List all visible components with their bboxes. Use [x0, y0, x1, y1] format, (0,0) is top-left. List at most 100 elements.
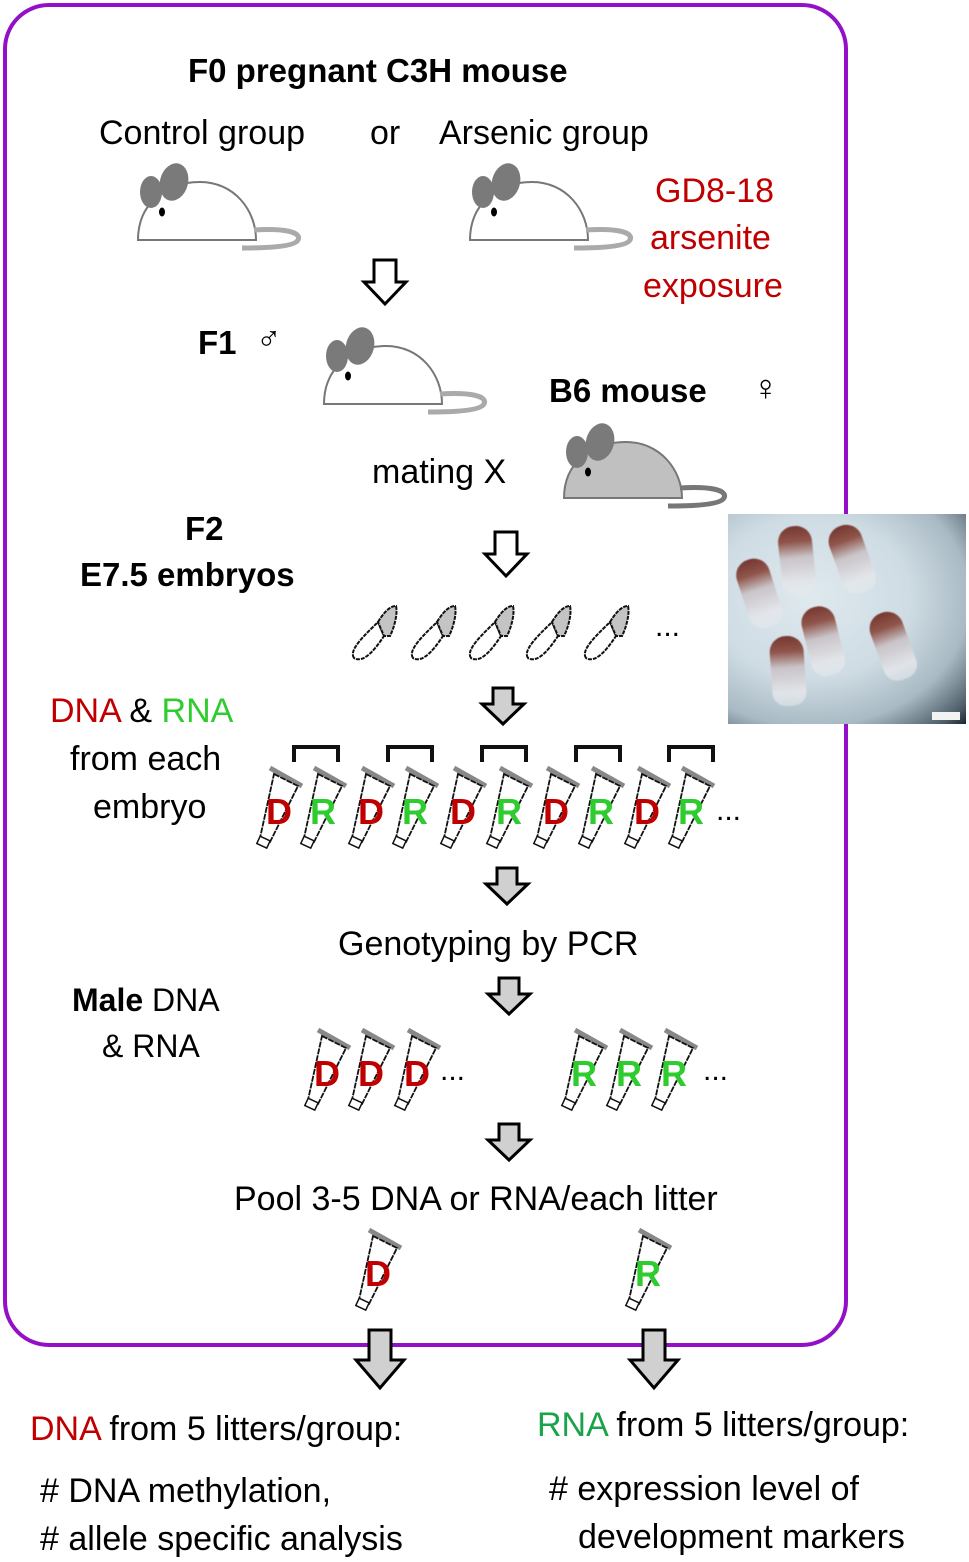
dna-tube-label: D — [634, 791, 660, 832]
rna-tube-label: R — [571, 1053, 597, 1094]
down-arrow-icon — [481, 530, 531, 579]
mouse-icon-b6 — [562, 423, 727, 509]
rna-tube-label: R — [661, 1053, 687, 1094]
rna-word: RNA — [537, 1406, 607, 1444]
control-group-label: Control group — [99, 114, 306, 152]
pool-label: Pool 3-5 DNA or RNA/each litter — [234, 1180, 718, 1218]
tube-icon: R — [553, 1024, 613, 1124]
tube-icon: R — [570, 762, 630, 862]
rna-tube-label: R — [635, 1253, 661, 1294]
down-arrow-icon — [484, 976, 534, 1017]
tube-icon: R — [478, 762, 538, 862]
tube-icon: D — [616, 762, 676, 862]
exposure-line-1: GD8-18 — [655, 172, 775, 210]
dna-word: DNA — [30, 1410, 100, 1448]
down-arrow-icon — [478, 686, 528, 727]
rna-tube-label: R — [616, 1053, 642, 1094]
dna-outcome-item: # DNA methylation, — [40, 1472, 332, 1510]
dna-tubes-ellipsis: ... — [440, 1054, 466, 1087]
tube-icon: D — [525, 762, 585, 862]
or-label: or — [370, 114, 401, 152]
down-arrow-icon — [360, 258, 410, 307]
embryo-image — [824, 520, 880, 598]
embryo-ellipsis: ... — [655, 610, 681, 643]
dna-tube-label: D — [358, 1053, 384, 1094]
down-arrow-icon — [482, 866, 532, 907]
embryo-icon — [410, 604, 457, 661]
down-arrow-icon — [352, 1328, 408, 1391]
male-symbol-icon: ♂ — [256, 320, 282, 358]
f1-label: F1 — [198, 324, 237, 361]
embryo-image — [768, 634, 808, 708]
tube-icon: D — [296, 1024, 356, 1124]
rna-tubes-ellipsis: ... — [703, 1054, 729, 1087]
dna-outcome-rest: from 5 litters/group: — [99, 1410, 403, 1448]
tube-icon: D — [347, 1224, 407, 1324]
down-arrow-icon — [626, 1328, 682, 1391]
tube-icon: D — [340, 762, 400, 862]
mouse-icon-arsenic — [468, 163, 633, 251]
exposure-line-2: arsenite — [650, 219, 771, 257]
mating-label: mating X — [372, 453, 507, 491]
e75-embryos-label: E7.5 embryos — [80, 556, 295, 593]
female-symbol-icon: ♀ — [752, 367, 779, 408]
embryo-pair-bracket — [480, 745, 528, 762]
dna-tube-label: D — [266, 791, 292, 832]
exposure-line-3: exposure — [643, 267, 783, 305]
tube-icon: R — [643, 1024, 703, 1124]
rna-tube-label: R — [678, 791, 704, 832]
embryo-pair-bracket — [292, 745, 340, 762]
tube-icon: D — [386, 1024, 446, 1124]
dna-word: DNA — [50, 692, 120, 730]
male-dna-label: Male DNA — [72, 984, 220, 1016]
rna-word: RNA — [161, 692, 234, 730]
extraction-line-1: DNA & RNA — [50, 694, 233, 728]
tube-icon: D — [248, 762, 308, 862]
mouse-icon-f1 — [322, 327, 487, 415]
embryo-image — [732, 554, 786, 632]
dna-tube-label: D — [404, 1053, 430, 1094]
dna-word: DNA — [143, 982, 220, 1018]
f2-label: F2 — [185, 510, 224, 547]
tube-icon: R — [292, 762, 352, 862]
tube-icon: D — [340, 1024, 400, 1124]
embryo-micrograph — [728, 514, 966, 724]
male-rna-label: & RNA — [102, 1028, 200, 1064]
rna-outcome-item: development markers — [578, 1518, 905, 1556]
dna-tube-label: D — [314, 1053, 340, 1094]
rna-tube-label: R — [588, 791, 614, 832]
ampersand: & — [129, 692, 153, 730]
dna-tube-label: D — [358, 791, 384, 832]
extraction-line-2: from each — [70, 740, 222, 778]
embryo-pair-bracket — [667, 745, 715, 762]
rna-tube-label: R — [496, 791, 522, 832]
rna-outcome-item: # expression level of — [549, 1470, 859, 1508]
rna-outcome-rest: from 5 litters/group: — [606, 1406, 910, 1444]
arsenic-group-label: Arsenic group — [439, 114, 649, 152]
genotyping-label: Genotyping by PCR — [338, 925, 639, 963]
embryo-icon — [468, 604, 515, 661]
male-word: Male — [72, 982, 144, 1018]
dna-outcome-item: # allele specific analysis — [40, 1520, 403, 1558]
embryo-icon — [525, 604, 572, 661]
rna-tube-label: R — [310, 791, 336, 832]
tube-icon: R — [617, 1224, 677, 1324]
tube-icon: R — [660, 762, 720, 862]
title: F0 pregnant C3H mouse — [188, 52, 568, 89]
b6-mouse-label: B6 mouse — [549, 372, 707, 409]
embryo-icon — [351, 604, 398, 661]
mouse-icon-control — [136, 163, 301, 251]
embryo-pair-bracket — [574, 745, 622, 762]
dna-tube-label: D — [450, 791, 476, 832]
tube-icon: D — [432, 762, 492, 862]
embryo-image — [776, 524, 818, 598]
dna-tube-label: D — [365, 1253, 391, 1294]
down-arrow-icon — [484, 1122, 534, 1163]
embryo-pair-bracket — [386, 745, 434, 762]
scale-bar — [932, 712, 960, 720]
embryo-image — [865, 607, 921, 685]
embryo-image — [798, 602, 848, 680]
dna-tube-label: D — [543, 791, 569, 832]
tube-ellipsis: ... — [716, 794, 742, 827]
embryo-icon — [583, 604, 630, 661]
